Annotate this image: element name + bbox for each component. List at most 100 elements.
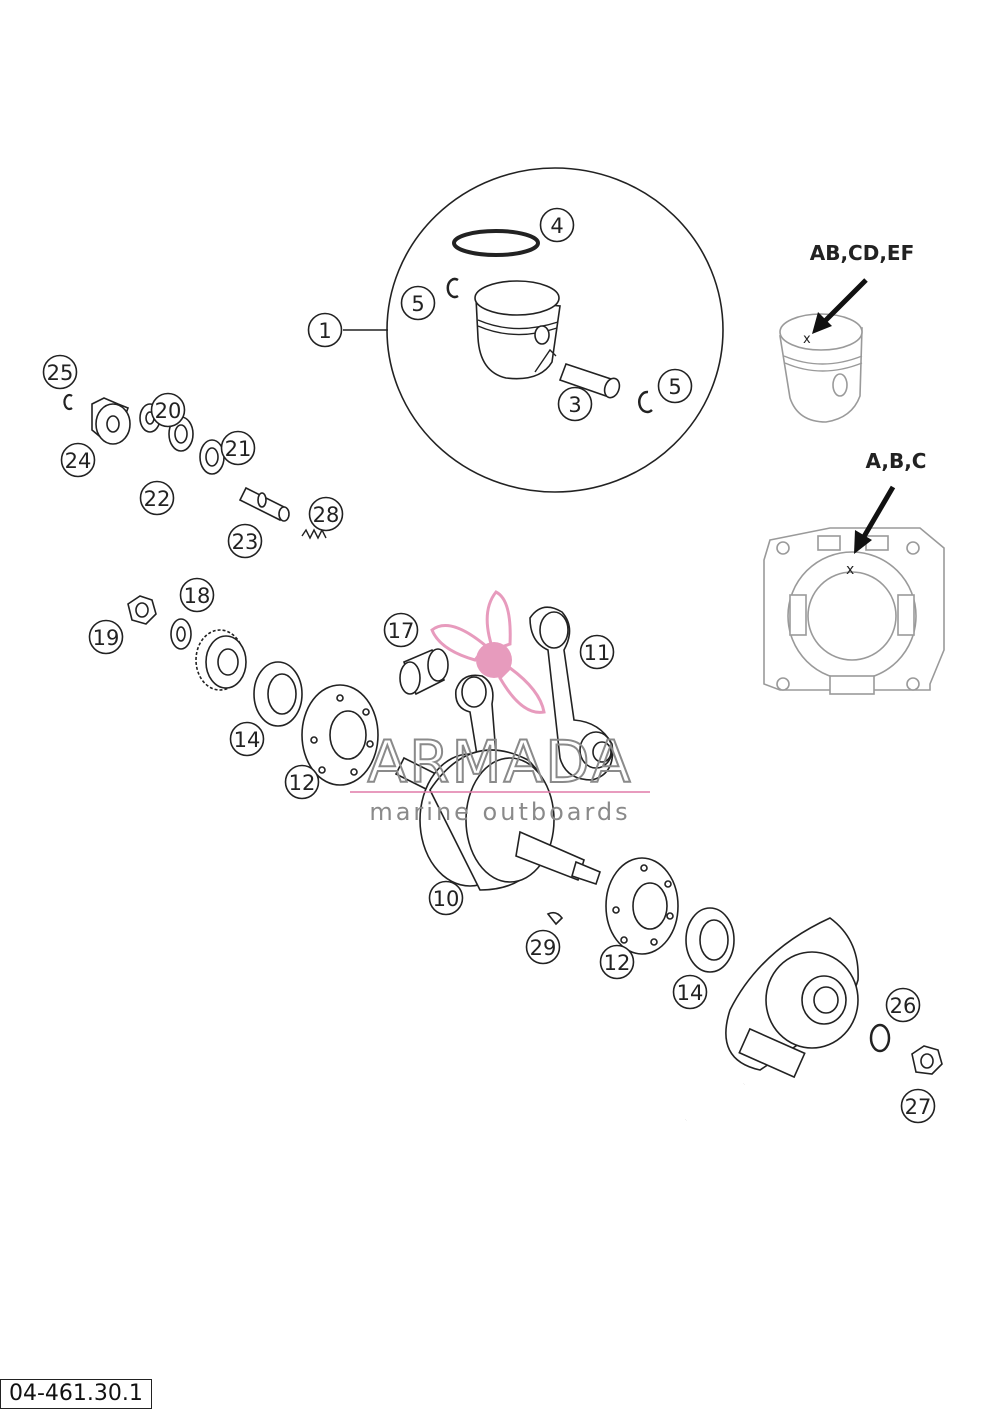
circlip-right <box>638 390 653 414</box>
callout-label: 19 <box>93 626 120 650</box>
nut-19 <box>127 595 157 625</box>
callout-11: 11 <box>579 634 615 670</box>
callout-circle <box>428 880 464 916</box>
callout-circle <box>525 929 561 965</box>
shaft-seal-14-right <box>685 907 735 973</box>
crankshaft-assembly <box>394 606 614 926</box>
piston-mark-x: x <box>803 332 811 347</box>
primary-gear <box>195 629 247 691</box>
callout-label: 22 <box>144 487 171 511</box>
callout-label: 14 <box>677 981 704 1005</box>
callout-circle <box>657 368 693 404</box>
callout-circle <box>383 612 419 648</box>
callout-23: 23 <box>227 523 263 559</box>
callout-circle <box>308 496 344 532</box>
spring-28 <box>301 528 327 540</box>
callout-label: 20 <box>155 399 182 423</box>
callout-label: 18 <box>184 584 211 608</box>
callout-label: 3 <box>568 393 581 417</box>
callout-circle <box>60 442 96 478</box>
callout-label: 29 <box>530 936 557 960</box>
callout-17: 17 <box>383 612 419 648</box>
callout-label: 21 <box>225 437 252 461</box>
callout-label: 1 <box>318 319 331 343</box>
callout-label: 26 <box>890 994 917 1018</box>
callout-label: 28 <box>313 503 340 527</box>
callout-circle <box>220 430 256 466</box>
piston-detail-group <box>343 167 724 493</box>
crank-gear-side <box>127 595 379 786</box>
callout-label: 10 <box>433 887 460 911</box>
nut-27 <box>911 1045 943 1075</box>
callout-circle <box>900 1088 936 1124</box>
lock-washer-26 <box>869 1023 891 1053</box>
propeller-logo <box>430 590 546 714</box>
piston-ring <box>452 229 540 257</box>
cylinder-marking-label: A,B,C <box>866 449 927 473</box>
callout-12: 12 <box>284 764 320 800</box>
callout-5: 5 <box>400 285 436 321</box>
callout-12: 12 <box>599 944 635 980</box>
connecting-rod-11 <box>529 606 614 781</box>
piston-marking-illustration: x AB,CD,EF <box>779 241 915 423</box>
pump-shaft-23 <box>238 486 290 522</box>
piston-marking-label: AB,CD,EF <box>810 241 915 265</box>
reference-code: 04-461.30.1 <box>0 1379 152 1409</box>
callout-circle <box>400 285 436 321</box>
callout-26: 26 <box>885 987 921 1023</box>
callout-circle <box>88 619 124 655</box>
callout-1: 1 <box>307 312 343 348</box>
callouts-layer: 1 3 4 5 5 10 11 12 12 14 14 17 18 19 20 21 22 23 24 25 26 27 2… <box>42 207 936 1124</box>
callout-21: 21 <box>220 430 256 466</box>
callout-14: 14 <box>229 721 265 757</box>
callout-circle <box>150 392 186 428</box>
cylinder-mark-x: x <box>846 562 854 578</box>
callout-circle <box>307 312 343 348</box>
callout-circle <box>599 944 635 980</box>
piston-mark-arrow <box>812 312 832 334</box>
piston <box>474 280 561 380</box>
callout-circle <box>139 480 175 516</box>
callout-27: 27 <box>900 1088 936 1124</box>
callout-19: 19 <box>88 619 124 655</box>
watermark-tagline: marine outboards <box>369 798 630 826</box>
callout-circle <box>284 764 320 800</box>
callout-label: 14 <box>234 728 261 752</box>
callout-circle <box>672 974 708 1010</box>
callout-label: 5 <box>411 292 424 316</box>
callout-label: 27 <box>905 1095 932 1119</box>
pump-parts-group <box>63 393 327 540</box>
callout-circle <box>227 523 263 559</box>
callout-3: 3 <box>557 386 593 422</box>
watermark-brand: ARMADA <box>367 728 632 796</box>
cylinder-mark-arrow <box>854 530 872 554</box>
callout-10: 10 <box>428 880 464 916</box>
crank-ignition-side <box>605 857 943 1122</box>
callout-label: 12 <box>289 771 316 795</box>
callout-circle <box>557 386 593 422</box>
piston-pin <box>558 362 621 399</box>
callout-circle <box>42 354 78 390</box>
callout-24: 24 <box>60 442 96 478</box>
callout-circle <box>885 987 921 1023</box>
callout-label: 11 <box>584 641 611 665</box>
stator-ignition <box>685 917 859 1122</box>
cylinder-marking-illustration: x A,B,C <box>763 449 945 695</box>
crankshaft-10 <box>394 749 601 891</box>
callout-20: 20 <box>150 392 186 428</box>
callout-25: 25 <box>42 354 78 390</box>
callout-label: 12 <box>604 951 631 975</box>
callout-14: 14 <box>672 974 708 1010</box>
callout-label: 23 <box>232 530 259 554</box>
bearing-21 <box>199 439 225 475</box>
callout-label: 25 <box>47 361 74 385</box>
callout-label: 4 <box>550 214 563 238</box>
main-bearing-12-right <box>605 857 679 955</box>
watermark: ARMADA marine outboards <box>350 590 650 826</box>
callout-4: 4 <box>539 207 575 243</box>
callout-label: 24 <box>65 449 92 473</box>
washer-18 <box>170 618 192 650</box>
shaft-seal-14-left <box>253 661 303 727</box>
callout-label: 5 <box>668 375 681 399</box>
